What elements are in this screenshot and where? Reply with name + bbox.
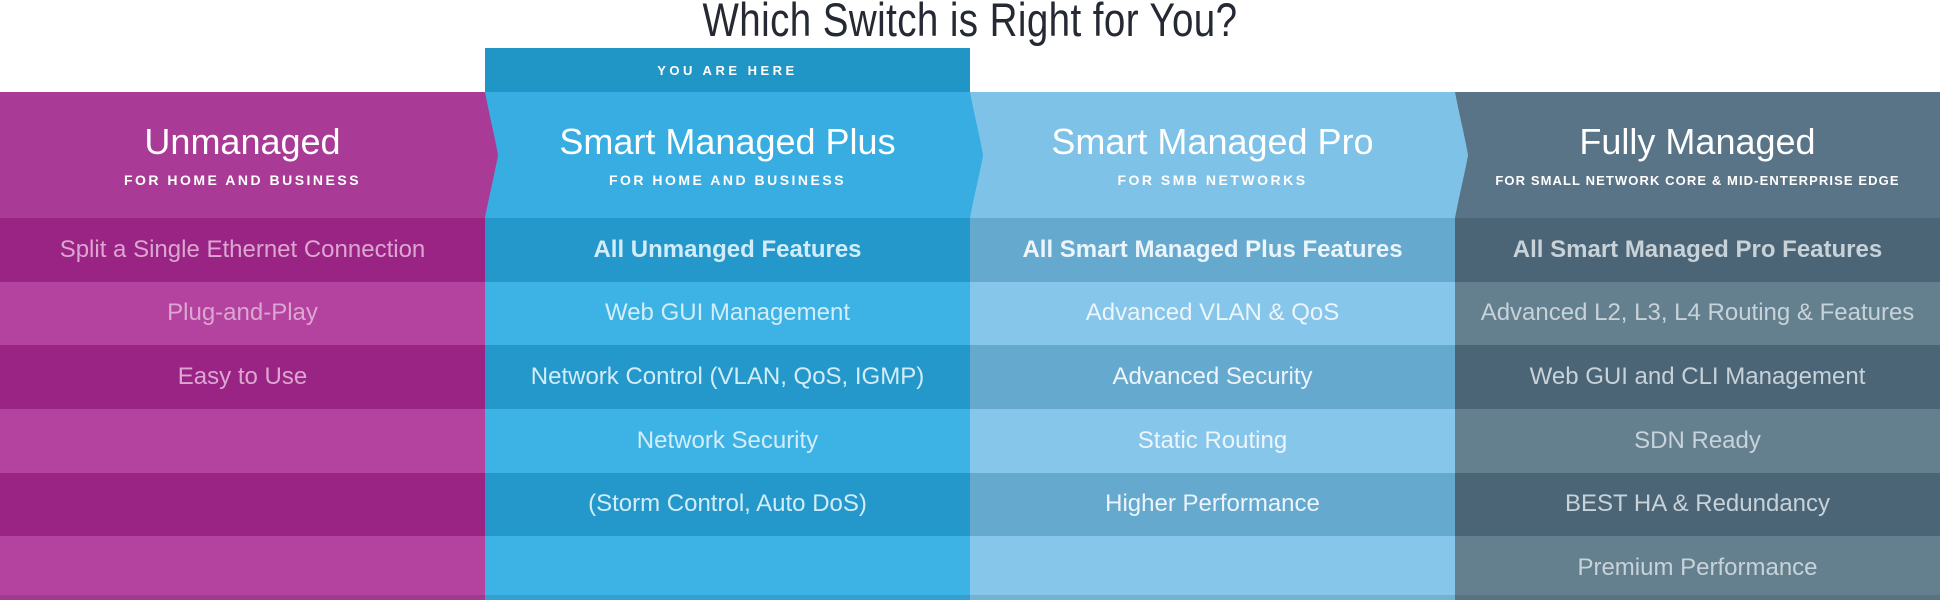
column-subtitle: FOR SMB NETWORKS bbox=[1117, 172, 1308, 189]
feature-row: (Storm Control, Auto DoS) bbox=[485, 472, 970, 537]
column-header-fully-managed: Fully Managed FOR SMALL NETWORK CORE & M… bbox=[1455, 92, 1940, 218]
column-subtitle: FOR HOME AND BUSINESS bbox=[608, 172, 847, 189]
feature-row: All Smart Managed Plus Features bbox=[970, 218, 1455, 282]
column-header-smart-managed-pro: Smart Managed Pro FOR SMB NETWORKS bbox=[970, 92, 1468, 218]
feature-row: Advanced Security bbox=[970, 345, 1455, 409]
feature-row: BEST HA & Redundancy bbox=[1455, 472, 1940, 537]
column-header-smart-managed-plus: Smart Managed Plus FOR HOME AND BUSINESS bbox=[485, 92, 983, 218]
column-subtitle: FOR SMALL NETWORK CORE & MID-ENTERPRISE … bbox=[1495, 172, 1900, 188]
feature-row: Web GUI Management bbox=[485, 281, 970, 346]
feature-row bbox=[970, 536, 1455, 600]
arrow-right-icon bbox=[485, 92, 498, 218]
column-title: Smart Managed Plus bbox=[559, 120, 896, 162]
column-header-unmanaged: Unmanaged FOR HOME AND BUSINESS bbox=[0, 92, 498, 218]
feature-row bbox=[0, 472, 485, 537]
feature-row: Web GUI and CLI Management bbox=[1455, 345, 1940, 409]
feature-row: Premium Performance bbox=[1455, 536, 1940, 600]
column-title: Fully Managed bbox=[1579, 121, 1816, 163]
column-smart-managed-plus: YOU ARE HERE Smart Managed Plus FOR HOME… bbox=[485, 48, 983, 600]
feature-row: Advanced VLAN & QoS bbox=[970, 281, 1455, 346]
feature-row: Easy to Use bbox=[0, 345, 485, 409]
column-title: Unmanaged bbox=[144, 120, 341, 162]
feature-list: Split a Single Ethernet Connection Plug-… bbox=[0, 218, 485, 600]
feature-row: All Smart Managed Pro Features bbox=[1455, 218, 1940, 282]
feature-row: Plug-and-Play bbox=[0, 281, 485, 346]
feature-list: All Smart Managed Pro Features Advanced … bbox=[1455, 218, 1940, 600]
column-smart-managed-pro: Smart Managed Pro FOR SMB NETWORKS All S… bbox=[970, 92, 1468, 600]
feature-row bbox=[0, 536, 485, 600]
feature-list: All Smart Managed Plus Features Advanced… bbox=[970, 218, 1455, 600]
feature-row: Split a Single Ethernet Connection bbox=[0, 218, 485, 282]
feature-row bbox=[0, 408, 485, 473]
arrow-right-icon bbox=[970, 92, 983, 218]
feature-row: Advanced L2, L3, L4 Routing & Features bbox=[1455, 281, 1940, 346]
feature-row: Static Routing bbox=[970, 408, 1455, 473]
feature-row: SDN Ready bbox=[1455, 408, 1940, 473]
column-fully-managed: Fully Managed FOR SMALL NETWORK CORE & M… bbox=[1455, 92, 1940, 600]
feature-row: Network Control (VLAN, QoS, IGMP) bbox=[485, 345, 970, 409]
feature-list: All Unmanged Features Web GUI Management… bbox=[485, 218, 970, 600]
column-unmanaged: Unmanaged FOR HOME AND BUSINESS Split a … bbox=[0, 92, 498, 600]
feature-row: All Unmanged Features bbox=[485, 218, 970, 282]
feature-row: Network Security bbox=[485, 408, 970, 473]
columns-wrapper: Unmanaged FOR HOME AND BUSINESS Split a … bbox=[0, 48, 1940, 600]
column-subtitle: FOR HOME AND BUSINESS bbox=[123, 172, 362, 189]
column-title: Smart Managed Pro bbox=[1051, 120, 1374, 162]
feature-row: Higher Performance bbox=[970, 472, 1455, 537]
feature-row bbox=[485, 536, 970, 600]
arrow-right-icon bbox=[1455, 92, 1468, 218]
bottom-edge-shade bbox=[0, 595, 1940, 600]
you-are-here-tab: YOU ARE HERE bbox=[485, 48, 970, 92]
page-title: Which Switch is Right for You? bbox=[702, 0, 1238, 46]
